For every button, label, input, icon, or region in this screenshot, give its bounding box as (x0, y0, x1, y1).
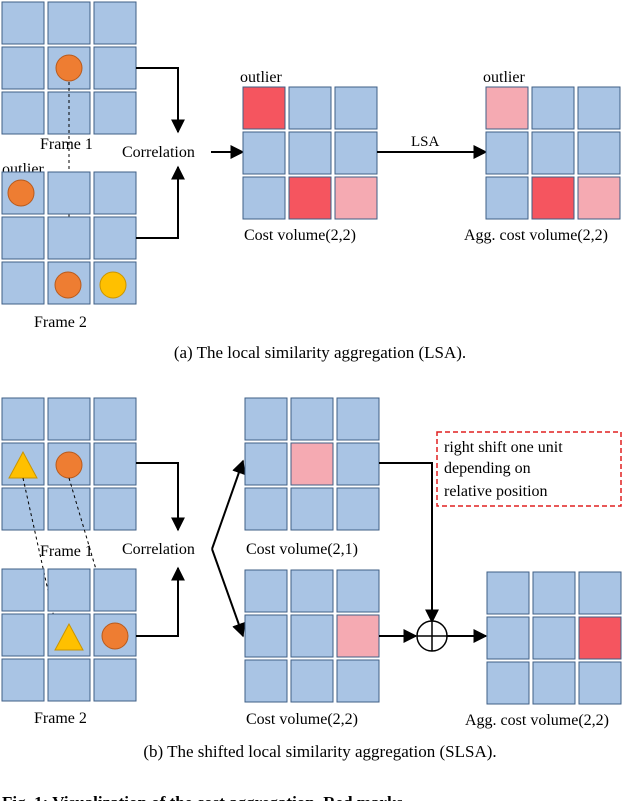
cost-volume-grid-a (242, 86, 378, 220)
cost-volume-22-label: Cost volume(2,2) (246, 711, 358, 728)
frame2-to-correlation-arrow (136, 165, 185, 239)
frame2-to-correlation-arrow-b (136, 566, 185, 637)
frame2-grid-b (1, 568, 137, 702)
figure-caption-partial: Fig. 1: Visualization of the cost aggreg… (2, 793, 403, 801)
agg-cost-volume-grid-a (485, 86, 621, 220)
shift-note-box (436, 431, 622, 507)
cost-volume-label-a: Cost volume(2,2) (244, 227, 356, 244)
frame2-grid-a (1, 171, 137, 305)
sum-node-icon (416, 620, 448, 652)
frame1-label-a: Frame 1 (40, 136, 93, 153)
caption-a: (a) The local similarity aggregation (LS… (174, 343, 466, 362)
yellow-triangle-match (54, 622, 84, 651)
agg-cost-volume-label-b: Agg. cost volume(2,2) (465, 712, 609, 729)
outlier-label-cost: outlier (240, 69, 282, 86)
correlation-to-cost2-arrow (211, 548, 246, 638)
cost-volume-22-grid (244, 569, 380, 703)
frame1-grid-b (1, 397, 137, 531)
outlier-label-agg: outlier (483, 69, 525, 86)
orange-dot-match (54, 271, 82, 299)
cost-volume-21-grid (244, 397, 380, 531)
shift-note-line1: right shift one unit (444, 439, 563, 456)
panel-a: Frame 1 outlier Frame 2 Correlation outl (1, 1, 621, 362)
agg-cost-volume-label-a: Agg. cost volume(2,2) (464, 227, 608, 244)
correlation-label-a: Correlation (122, 144, 195, 161)
frame1-grid-a (1, 1, 137, 135)
frame1-label-b: Frame 1 (40, 543, 93, 560)
shift-note-line3: relative position (444, 483, 548, 500)
panel-b: Frame 1 Frame 2 Correlation (1, 397, 622, 761)
orange-dot-match-b (101, 622, 129, 650)
orange-dot-marker-b (55, 451, 83, 479)
lsa-label: LSA (411, 134, 440, 150)
agg-cost-volume-grid-b (486, 571, 622, 705)
shift-arrow (379, 462, 439, 624)
shift-note-line2: depending on (444, 460, 531, 477)
correlation-label-b: Correlation (122, 541, 195, 558)
frame1-to-correlation-arrow-b (136, 462, 185, 532)
frame1-to-correlation-arrow (136, 67, 185, 134)
orange-dot-outlier (7, 179, 35, 207)
frame2-label-a: Frame 2 (34, 314, 87, 331)
cost-volume-21-label: Cost volume(2,1) (246, 541, 358, 558)
orange-dot-marker (55, 54, 83, 82)
frame2-label-b: Frame 2 (34, 710, 87, 727)
caption-b: (b) The shifted local similarity aggrega… (143, 742, 496, 761)
yellow-dot (99, 271, 127, 299)
correlation-to-cost1-arrow (211, 459, 246, 550)
